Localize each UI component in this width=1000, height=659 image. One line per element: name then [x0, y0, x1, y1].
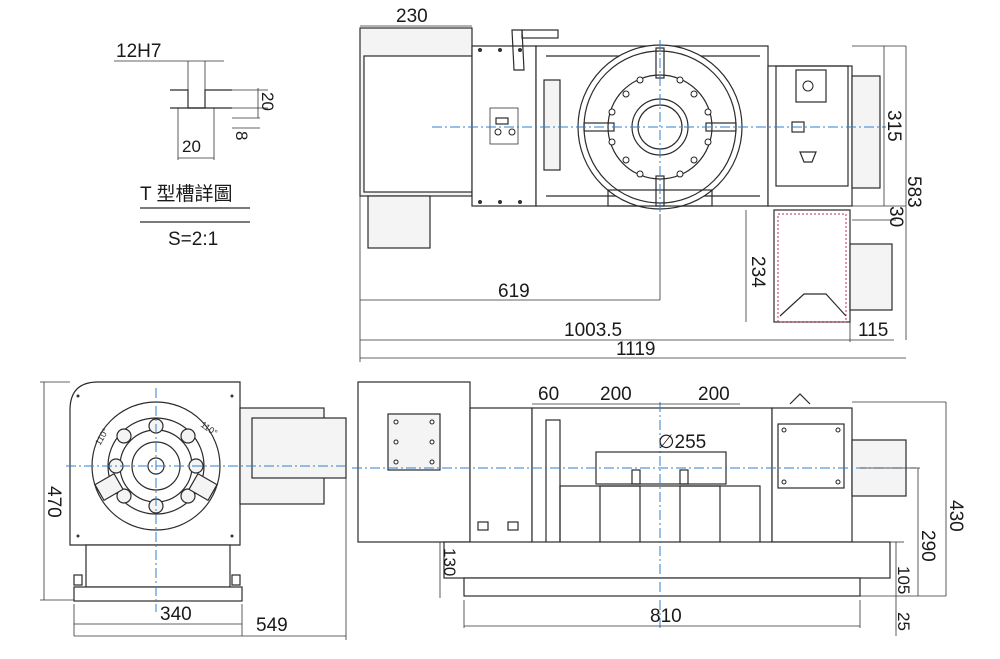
dim-20-width: 20	[182, 137, 201, 156]
dim-diameter: ∅255	[658, 432, 706, 453]
dim-1119: 1119	[616, 339, 655, 360]
dim-340: 340	[160, 604, 192, 625]
front-base	[443, 541, 891, 579]
dim-105: 105	[894, 566, 913, 594]
front-coupling	[469, 407, 533, 549]
dim-583: 583	[903, 176, 924, 208]
lower-motor	[773, 209, 851, 323]
cable-fitting	[511, 29, 525, 71]
dim-810: 810	[650, 606, 682, 627]
fit-label: 12H7	[116, 41, 161, 62]
dim-549: 549	[256, 615, 288, 636]
front-body	[531, 407, 773, 557]
dim-619: 619	[498, 281, 530, 302]
dim-430: 430	[945, 500, 966, 532]
dim-30: 30	[885, 206, 906, 227]
dim-315: 315	[883, 110, 904, 142]
dim-1003-5: 1003.5	[564, 320, 622, 341]
side-view: 110° 110° 470 340 549	[40, 381, 347, 640]
dim-115: 115	[858, 320, 888, 341]
detail-scale: S=2:1	[168, 229, 218, 250]
dim-200-b: 200	[698, 384, 730, 405]
dim-8: 8	[232, 131, 251, 140]
dim-25: 25	[894, 612, 913, 631]
dim-470: 470	[43, 486, 64, 518]
detail-title: T 型槽詳圖	[140, 183, 233, 205]
motor-tail	[367, 195, 431, 249]
dim-290: 290	[917, 530, 938, 562]
dim-200-a: 200	[600, 384, 632, 405]
dim-234: 234	[747, 256, 768, 288]
dim-60: 60	[538, 384, 559, 405]
front-view: 60 200 200 ∅255 130 810 430 290 105 25	[352, 381, 966, 636]
dim-20-vertical: 20	[258, 92, 277, 111]
top-view: 230 315 583 30 234 619 1003.5 115 1119	[359, 6, 924, 362]
t-slot-profile	[170, 89, 232, 109]
side-base	[85, 544, 231, 588]
t-slot-detail: 12H7 20 8 20 T 型槽詳圖 S=2:1	[114, 41, 277, 250]
dim-130: 130	[440, 548, 459, 576]
dim-230: 230	[396, 6, 428, 27]
coupling-block	[471, 45, 537, 207]
